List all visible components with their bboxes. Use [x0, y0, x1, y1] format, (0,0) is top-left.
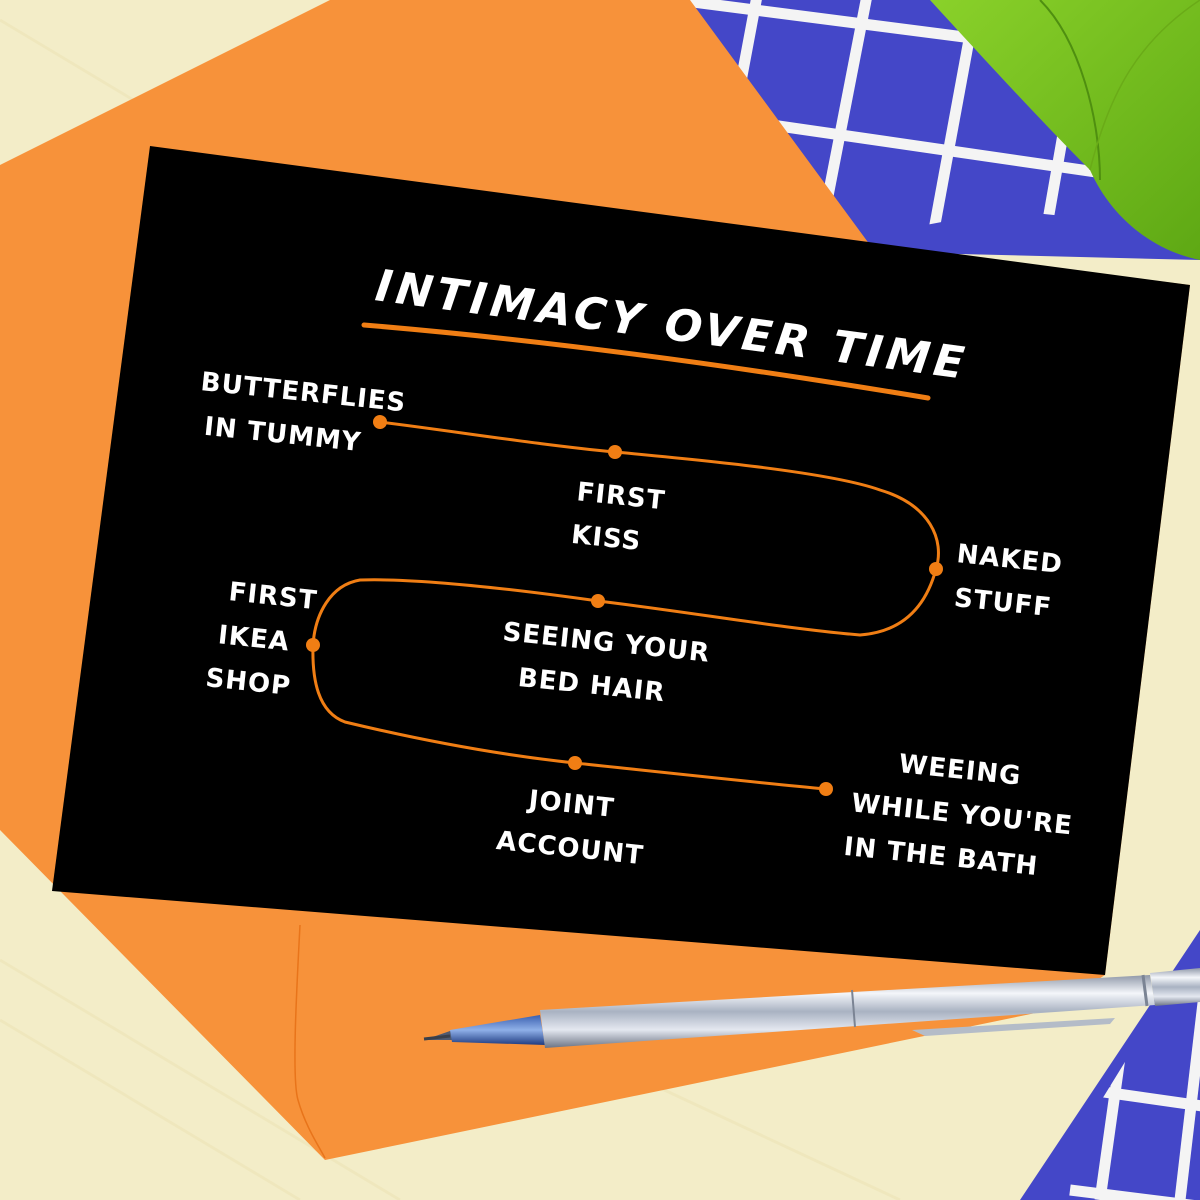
label-line: IKEA — [217, 620, 291, 657]
pen-cap-end — [1150, 968, 1200, 1006]
title-underline — [361, 322, 931, 401]
pen-clip — [912, 1018, 1115, 1036]
milestone-dot-bed-hair — [591, 594, 605, 608]
green-leaf — [930, 0, 1200, 260]
pen-grip — [450, 1015, 545, 1045]
milestone-dot-first-kiss — [608, 445, 622, 459]
milestone-dot-joint-account — [568, 756, 582, 770]
pen-barrel — [540, 975, 1155, 1048]
timeline-curve — [311, 420, 940, 791]
greeting-card: INTIMACY OVER TIME BUTTERFLIES IN TUMMY … — [52, 146, 1190, 975]
milestone-dot-ikea — [306, 638, 320, 652]
label-line: KISS — [570, 520, 643, 557]
milestone-dot-butterflies — [373, 415, 387, 429]
milestone-dot-weeing — [819, 782, 833, 796]
card-face — [52, 146, 1190, 975]
silver-pen — [423, 968, 1200, 1048]
milestone-dot-naked-stuff — [929, 562, 943, 576]
